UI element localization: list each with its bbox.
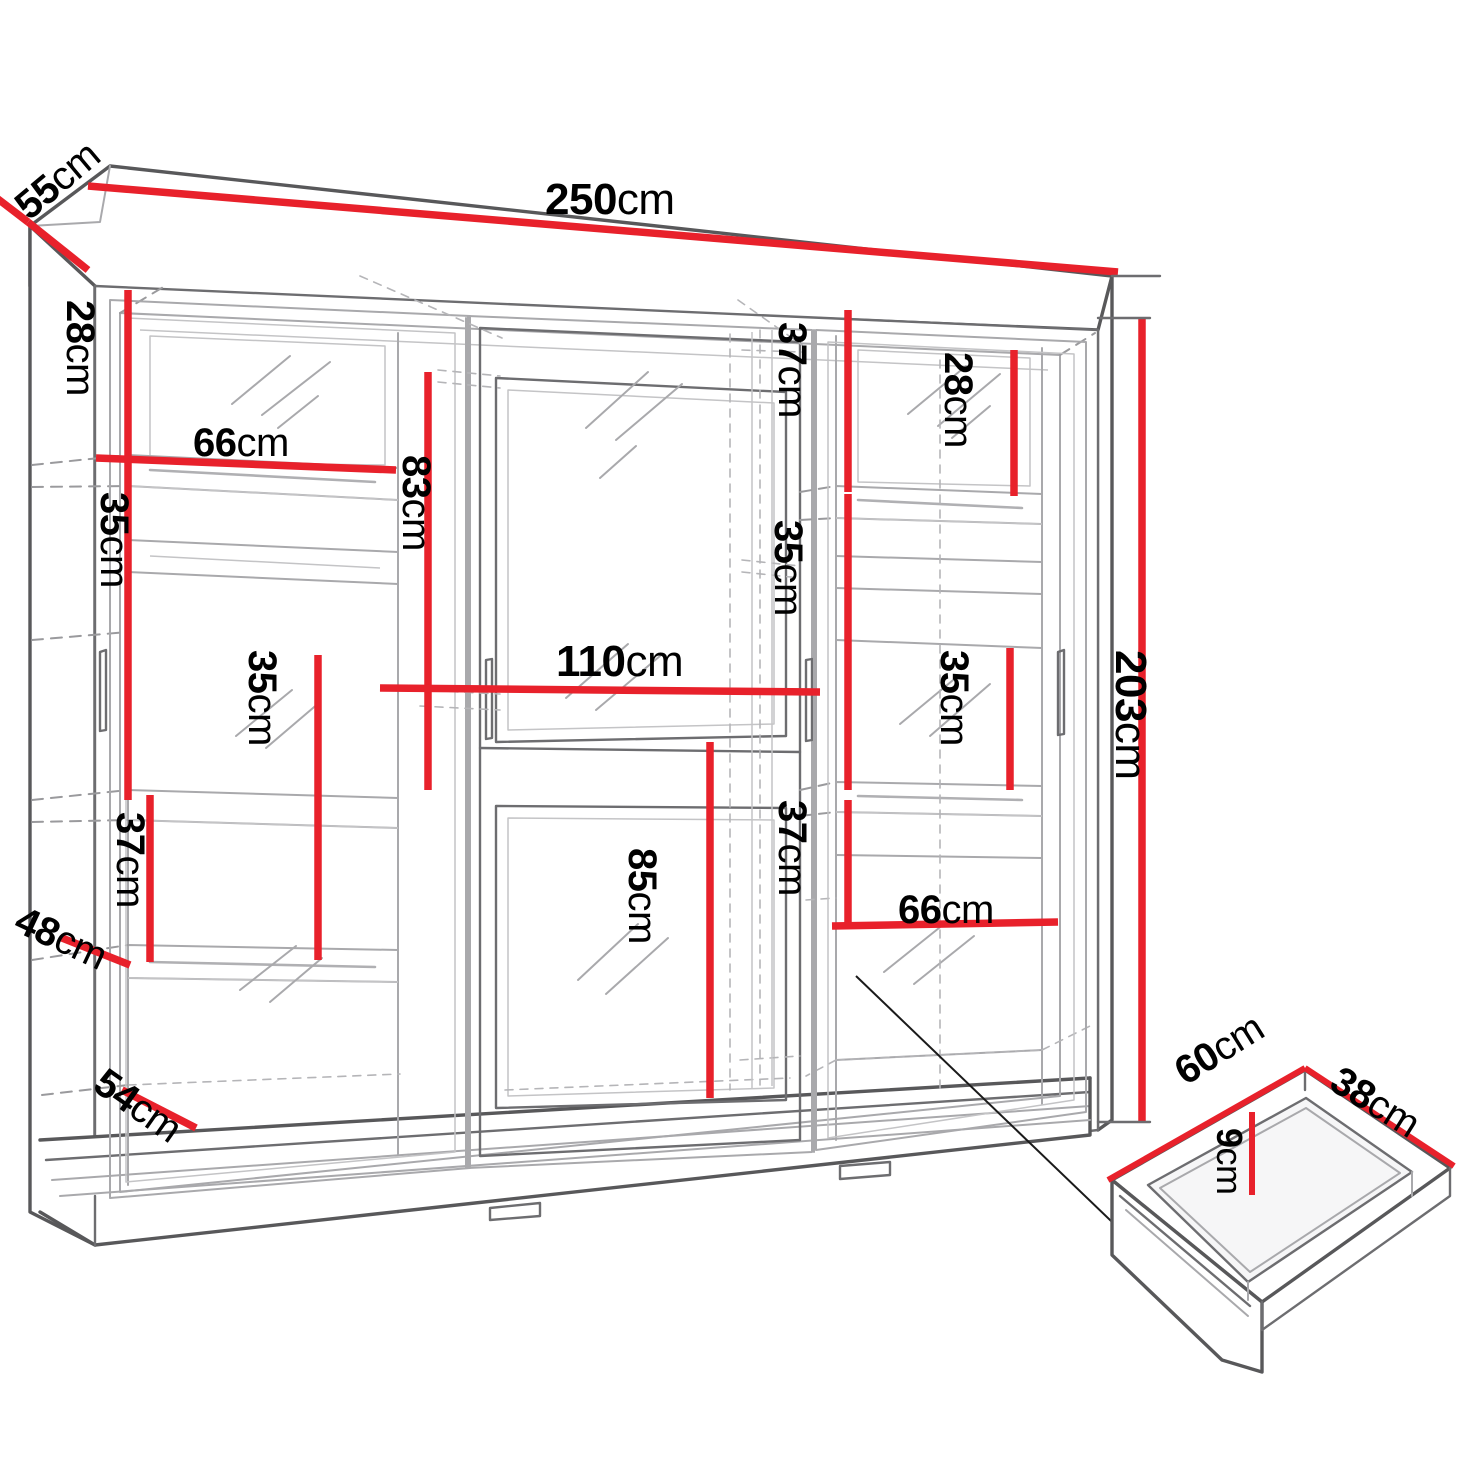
dim-line-depth-55-b: [0, 195, 31, 225]
dim-line-drawer-60: [1106, 1065, 1307, 1183]
dimension-value: 203: [1106, 650, 1155, 722]
dimension-label-height-203: 203cm: [1106, 650, 1155, 780]
dimension-unit: cm: [770, 843, 814, 896]
dim-line-right-66: [831, 918, 1059, 930]
dimension-label-right-35b: 35cm: [932, 650, 976, 746]
dimension-value: 35: [766, 520, 810, 564]
dimension-value: 28: [58, 300, 102, 344]
dim-line-left-66: [95, 454, 397, 474]
dimension-label-left-35b: 35cm: [240, 650, 284, 746]
dimension-label-centre-85: 85cm: [620, 848, 664, 944]
dimension-unit: cm: [770, 365, 814, 418]
dimension-value: 37: [770, 322, 814, 366]
dimension-unit: cm: [936, 395, 980, 448]
dimension-label-left-35a: 35cm: [92, 492, 136, 588]
dimension-unit: cm: [620, 891, 664, 944]
dimension-label-left-37: 37cm: [108, 812, 152, 908]
dimension-label-right-66: 66cm: [898, 890, 994, 930]
dim-line-width-250: [87, 182, 1119, 276]
right-section-interior: [799, 335, 1091, 1141]
dimension-unit: cm: [92, 535, 136, 588]
dimension-label-left-66: 66cm: [193, 423, 289, 463]
dim-line-left-54: [120, 1086, 198, 1132]
dimension-value: 28: [936, 352, 980, 396]
hidden-inner-structure-centre: [359, 275, 803, 1091]
dimension-value: 37: [770, 800, 814, 844]
dimension-unit: cm: [1106, 721, 1155, 780]
cabinet-interior-carcass: [119, 285, 1096, 1193]
dimension-unit: cm: [1209, 1147, 1250, 1195]
dimension-label-centre-110: 110cm: [556, 637, 684, 686]
callout-line-drawer: [855, 975, 1161, 1269]
dimension-value: 110: [556, 637, 626, 686]
dimension-unit: cm: [240, 693, 284, 746]
dim-line-drawer-38: [1303, 1065, 1456, 1169]
dimension-unit: cm: [625, 637, 684, 686]
dimension-label-right-28: 28cm: [936, 352, 980, 448]
dimension-label-right-37b: 37cm: [770, 800, 814, 896]
dimension-value: 66: [898, 888, 942, 932]
dimension-label-centre-83: 83cm: [394, 455, 438, 551]
dim-line-centre-110: [379, 684, 821, 696]
dimension-unit: cm: [394, 498, 438, 551]
dimension-value: 250: [545, 175, 617, 224]
dimension-value: 66: [193, 421, 237, 465]
dimension-value: 35: [240, 650, 284, 694]
centre-doors: [465, 315, 815, 1169]
dimension-value: 9: [1209, 1128, 1250, 1148]
dim-line-depth-55-a: [25, 219, 91, 273]
left-section-interior: [31, 317, 401, 1186]
dimension-unit: cm: [941, 888, 995, 932]
dimension-label-right-37a: 37cm: [770, 322, 814, 418]
dimension-label-drawer-9: 9cm: [1209, 1128, 1250, 1195]
dimension-unit: cm: [932, 693, 976, 746]
dimension-value: 35: [92, 492, 136, 536]
dimension-label-width-250: 250cm: [545, 178, 675, 222]
dimension-value: 83: [394, 455, 438, 499]
dimension-unit: cm: [236, 421, 290, 465]
dim-line-left-48: [60, 934, 132, 969]
dimension-value: 37: [108, 812, 152, 856]
dimension-unit: cm: [58, 343, 102, 396]
dimension-value: 35: [932, 650, 976, 694]
dimension-unit: cm: [616, 175, 675, 224]
dimension-label-left-28: 28cm: [58, 300, 102, 396]
dimension-unit: cm: [108, 855, 152, 908]
dimension-unit: cm: [766, 563, 810, 616]
dimension-value: 85: [620, 848, 664, 892]
dimension-label-right-35a: 35cm: [766, 520, 810, 616]
right-door: [815, 329, 1087, 1151]
